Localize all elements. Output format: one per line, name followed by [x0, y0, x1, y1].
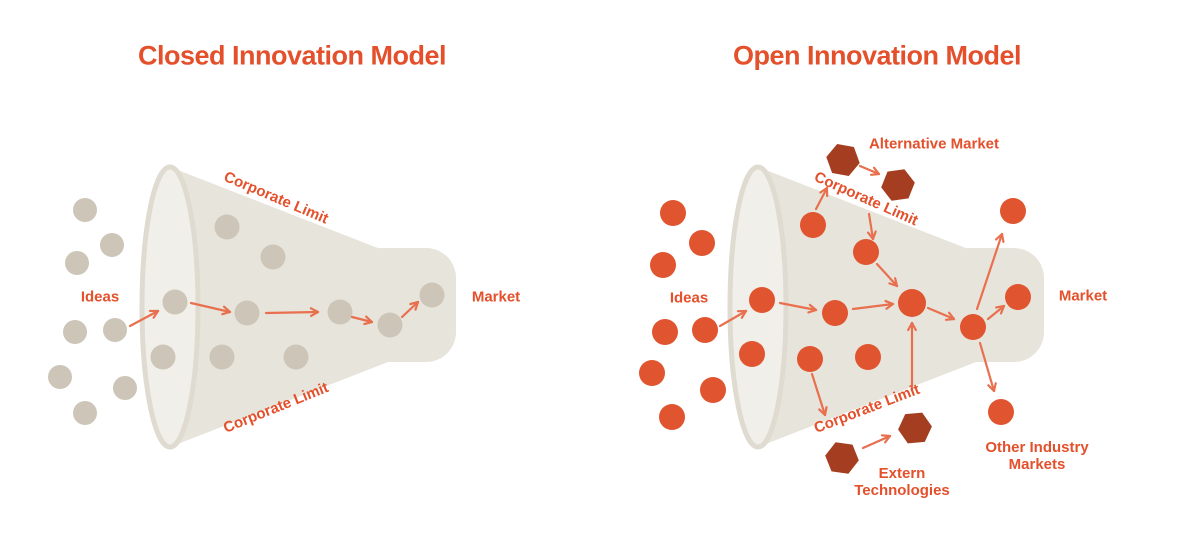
ideas-label-open: Ideas: [669, 289, 709, 307]
idea-dot: [689, 230, 715, 256]
idea-dot: [800, 212, 826, 238]
flow-arrow: [810, 372, 828, 417]
idea-dot: [652, 319, 678, 345]
idea-dot: [650, 252, 676, 278]
idea-dot: [377, 312, 403, 338]
idea-dot: [797, 346, 823, 372]
idea-dot: [65, 251, 89, 275]
idea-dot: [73, 198, 97, 222]
idea-dot: [639, 360, 665, 386]
idea-dot: [234, 300, 260, 326]
idea-dot: [260, 244, 286, 270]
flow-arrow: [858, 164, 881, 176]
flow-arrow: [189, 301, 232, 316]
idea-dot: [419, 282, 445, 308]
flow-arrow: [264, 307, 320, 318]
closed-model-title: Closed Innovation Model: [137, 40, 447, 71]
flow-arrow: [851, 299, 895, 311]
funnel-cone: [142, 167, 388, 447]
open-innovation-diagram: [639, 144, 1044, 474]
flow-arrow: [926, 306, 956, 321]
flow-arrow: [978, 341, 997, 393]
idea-dot: [822, 300, 848, 326]
idea-dot: [283, 344, 309, 370]
technology-hexagon: [825, 442, 859, 474]
alternative-market-label: Alternative Market: [868, 135, 1000, 153]
idea-dot: [103, 318, 127, 342]
idea-dot: [1000, 198, 1026, 224]
technology-hexagon: [826, 144, 860, 176]
technology-hexagon: [881, 169, 915, 201]
flow-arrow: [718, 309, 748, 328]
flow-arrow: [814, 186, 829, 211]
idea-dot: [162, 289, 188, 315]
idea-dot: [113, 376, 137, 400]
idea-dot: [898, 289, 926, 317]
flow-arrow: [907, 321, 917, 392]
idea-dot: [48, 365, 72, 389]
flow-arrow: [975, 232, 1005, 311]
idea-dot: [700, 377, 726, 403]
idea-dot: [1005, 284, 1031, 310]
flow-arrow: [128, 309, 160, 328]
market-label-closed: Market: [471, 288, 521, 306]
technology-hexagon: [898, 412, 932, 444]
idea-dot: [692, 317, 718, 343]
idea-dot: [100, 233, 124, 257]
funnel-cone: [730, 167, 976, 447]
ideas-label-closed: Ideas: [80, 288, 120, 306]
idea-dot: [214, 214, 240, 240]
flow-arrow: [400, 300, 420, 319]
idea-dot: [209, 344, 235, 370]
idea-dot: [63, 320, 87, 344]
funnel-shape: [727, 164, 1044, 450]
idea-dot: [960, 314, 986, 340]
idea-dot: [853, 239, 879, 265]
funnel-spout: [352, 248, 456, 362]
flow-arrow: [986, 304, 1006, 321]
idea-dot: [749, 287, 775, 313]
idea-dot: [73, 401, 97, 425]
idea-dot: [660, 200, 686, 226]
idea-dot: [150, 344, 176, 370]
flow-arrow: [875, 262, 899, 288]
flow-arrow: [778, 301, 818, 314]
idea-dot: [659, 404, 685, 430]
extern-technologies-label: Extern Technologies: [854, 464, 950, 499]
flow-arrow: [350, 315, 374, 326]
funnel-shape: [139, 164, 456, 450]
idea-dot: [739, 341, 765, 367]
closed-innovation-diagram: [48, 164, 456, 450]
market-label-open: Market: [1058, 287, 1108, 305]
idea-dot: [988, 399, 1014, 425]
open-model-title: Open Innovation Model: [733, 40, 1022, 71]
idea-dot: [327, 299, 353, 325]
flow-arrow: [867, 212, 877, 241]
other-industry-markets-label: Other Industry Markets: [985, 438, 1089, 473]
idea-dot: [855, 344, 881, 370]
flow-arrow: [861, 434, 892, 450]
